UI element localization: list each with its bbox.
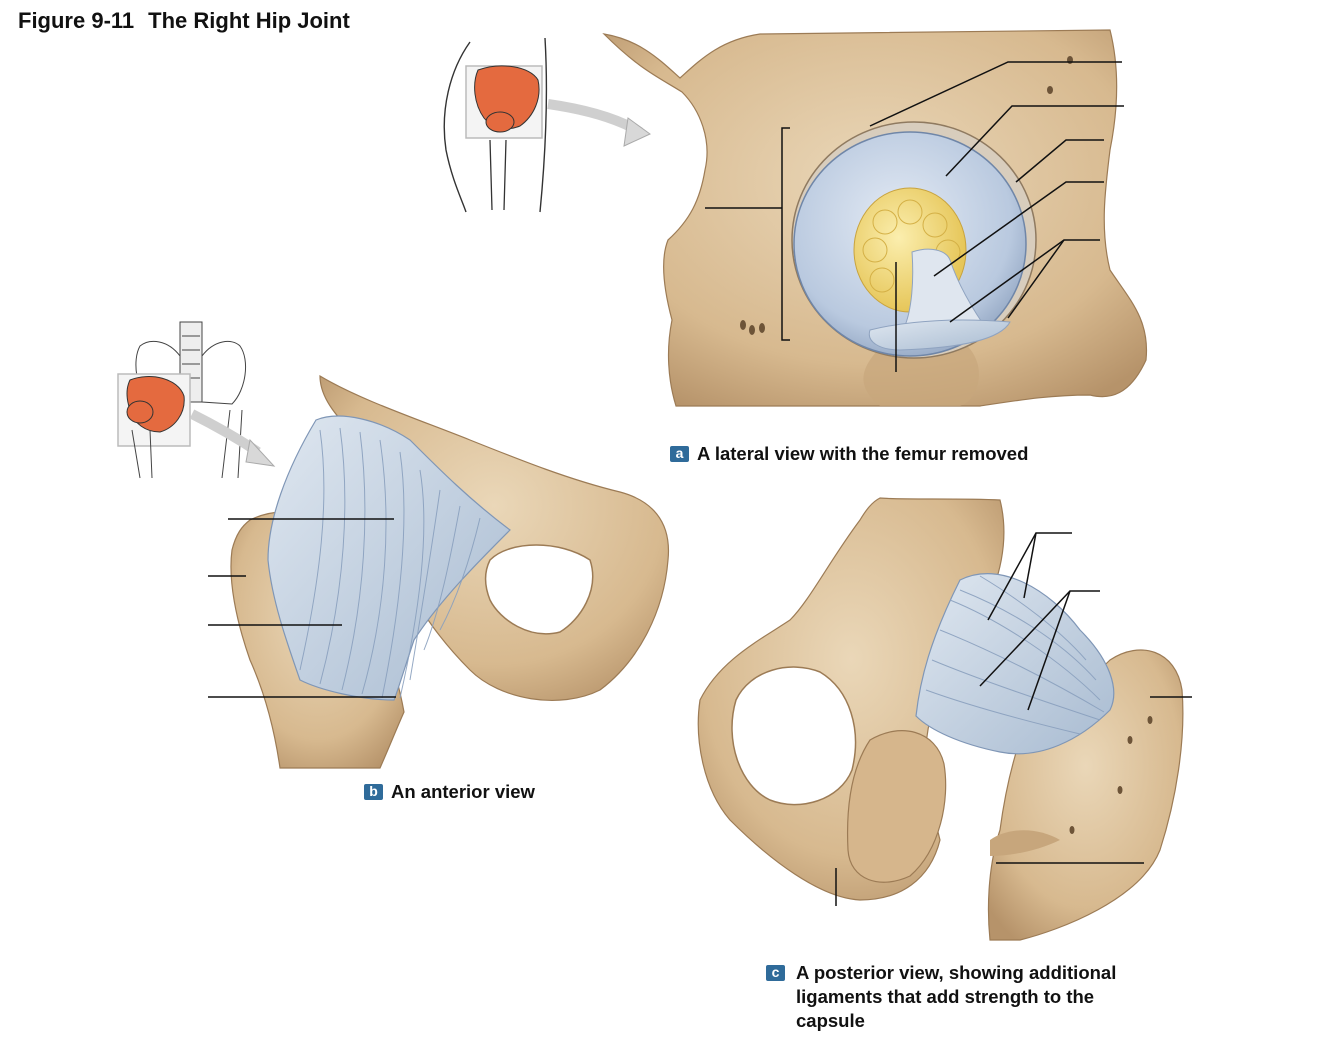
panel-c-caption: c A posterior view, showing additional li… (766, 961, 1166, 1033)
panel-c-badge: c (766, 965, 785, 981)
panel-a-badge: a (670, 446, 689, 462)
panel-b-badge: b (364, 784, 383, 800)
panel-a-illustration (602, 29, 1148, 407)
panel-b-caption: b An anterior view (364, 780, 535, 804)
panel-c-caption-text: A posterior view, showing additional lig… (796, 962, 1117, 1031)
panel-b-illustration (208, 374, 670, 769)
figure-title: Figure 9-11 The Right Hip Joint (18, 8, 350, 34)
figure-title-text: The Right Hip Joint (148, 8, 350, 33)
orientation-thumbnail-pelvis (117, 321, 276, 479)
figure-number: Figure 9-11 (18, 8, 135, 33)
panel-b-caption-text: An anterior view (391, 781, 535, 802)
panel-a-caption-text: A lateral view with the femur removed (697, 443, 1029, 464)
orientation-thumbnail-lateral (443, 37, 651, 213)
panel-c-illustration (697, 497, 1192, 941)
panel-a-caption: a A lateral view with the femur removed (670, 442, 1028, 466)
